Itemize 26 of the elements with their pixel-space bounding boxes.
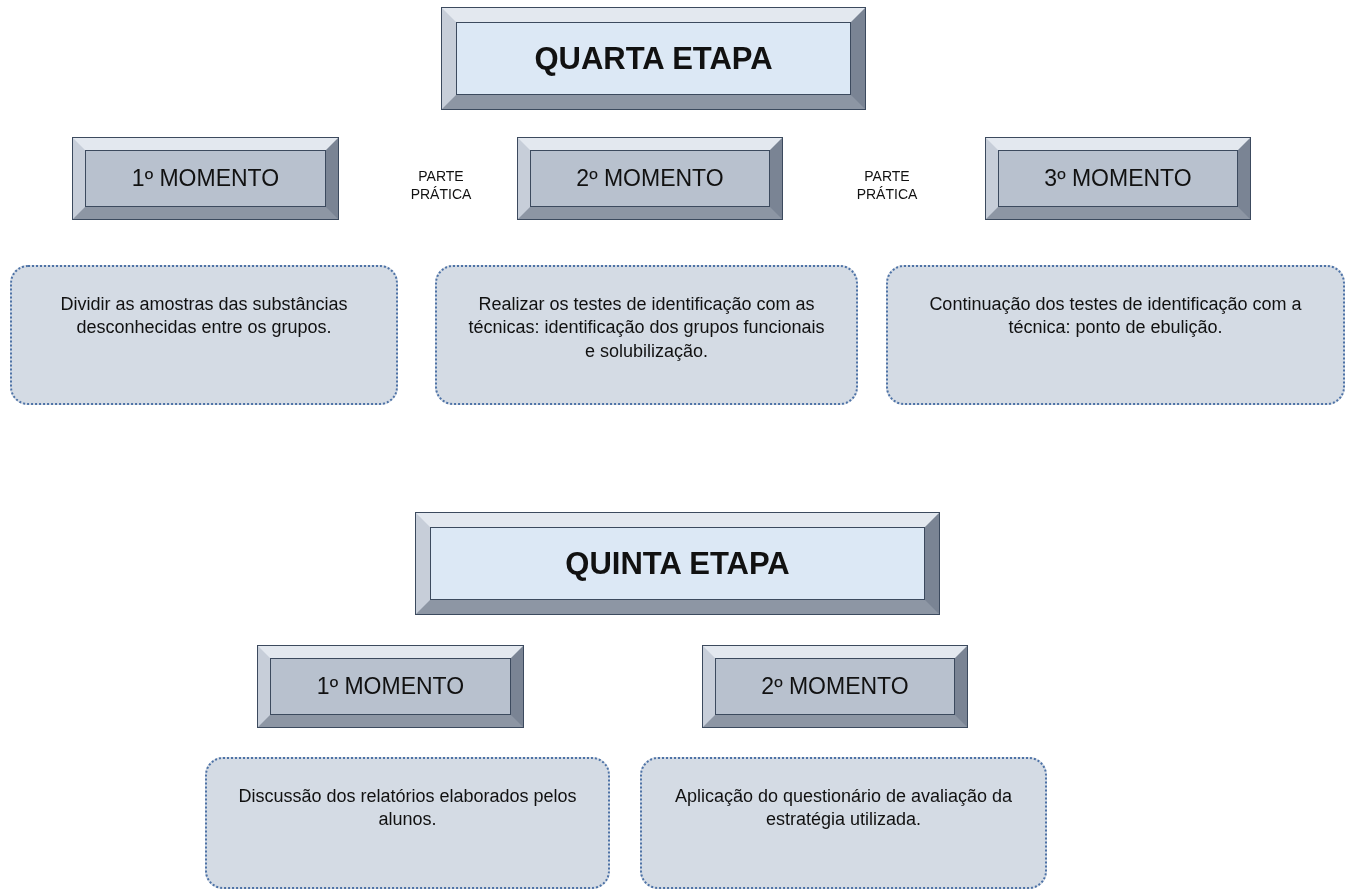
beveled-moment-box xyxy=(517,137,783,220)
beveled-title-box xyxy=(415,512,940,615)
stage-heading: QUARTA ETAPA xyxy=(534,40,773,77)
beveled-moment-box xyxy=(985,137,1251,220)
section-note: PARTE PRÁTICA xyxy=(855,167,919,204)
section-note: PARTE PRÁTICA xyxy=(409,167,473,204)
activity-box xyxy=(886,265,1345,405)
activity-text: Continuação dos testes de identificação com a técnica: ponto de ebulição. xyxy=(928,293,1303,340)
activity-text: Realizar os testes de identificação com as técnicas: identificação dos grupos funcionais e solubilização. xyxy=(467,293,826,363)
beveled-moment-box xyxy=(72,137,339,220)
beveled-moment-box xyxy=(257,645,524,728)
activity-text: Discussão dos relatórios elaborados pelos alunos. xyxy=(237,785,578,832)
activity-box xyxy=(205,757,610,889)
activity-box xyxy=(435,265,858,405)
moment-heading: 1º MOMENTO xyxy=(316,673,465,700)
moment-heading: 3º MOMENTO xyxy=(1044,165,1192,192)
stage-heading: QUINTA ETAPA xyxy=(565,545,790,582)
moment-heading: 1º MOMENTO xyxy=(131,165,280,192)
moment-heading: 2º MOMENTO xyxy=(576,165,724,192)
beveled-moment-box xyxy=(702,645,968,728)
activity-text: Dividir as amostras das substâncias desconhecidas entre os grupos. xyxy=(59,293,349,340)
moment-heading: 2º MOMENTO xyxy=(761,673,909,700)
activity-text: Aplicação do questionário de avaliação da estratégia utilizada. xyxy=(673,785,1014,832)
beveled-title-box xyxy=(441,7,866,110)
activity-box xyxy=(10,265,398,405)
activity-box xyxy=(640,757,1047,889)
